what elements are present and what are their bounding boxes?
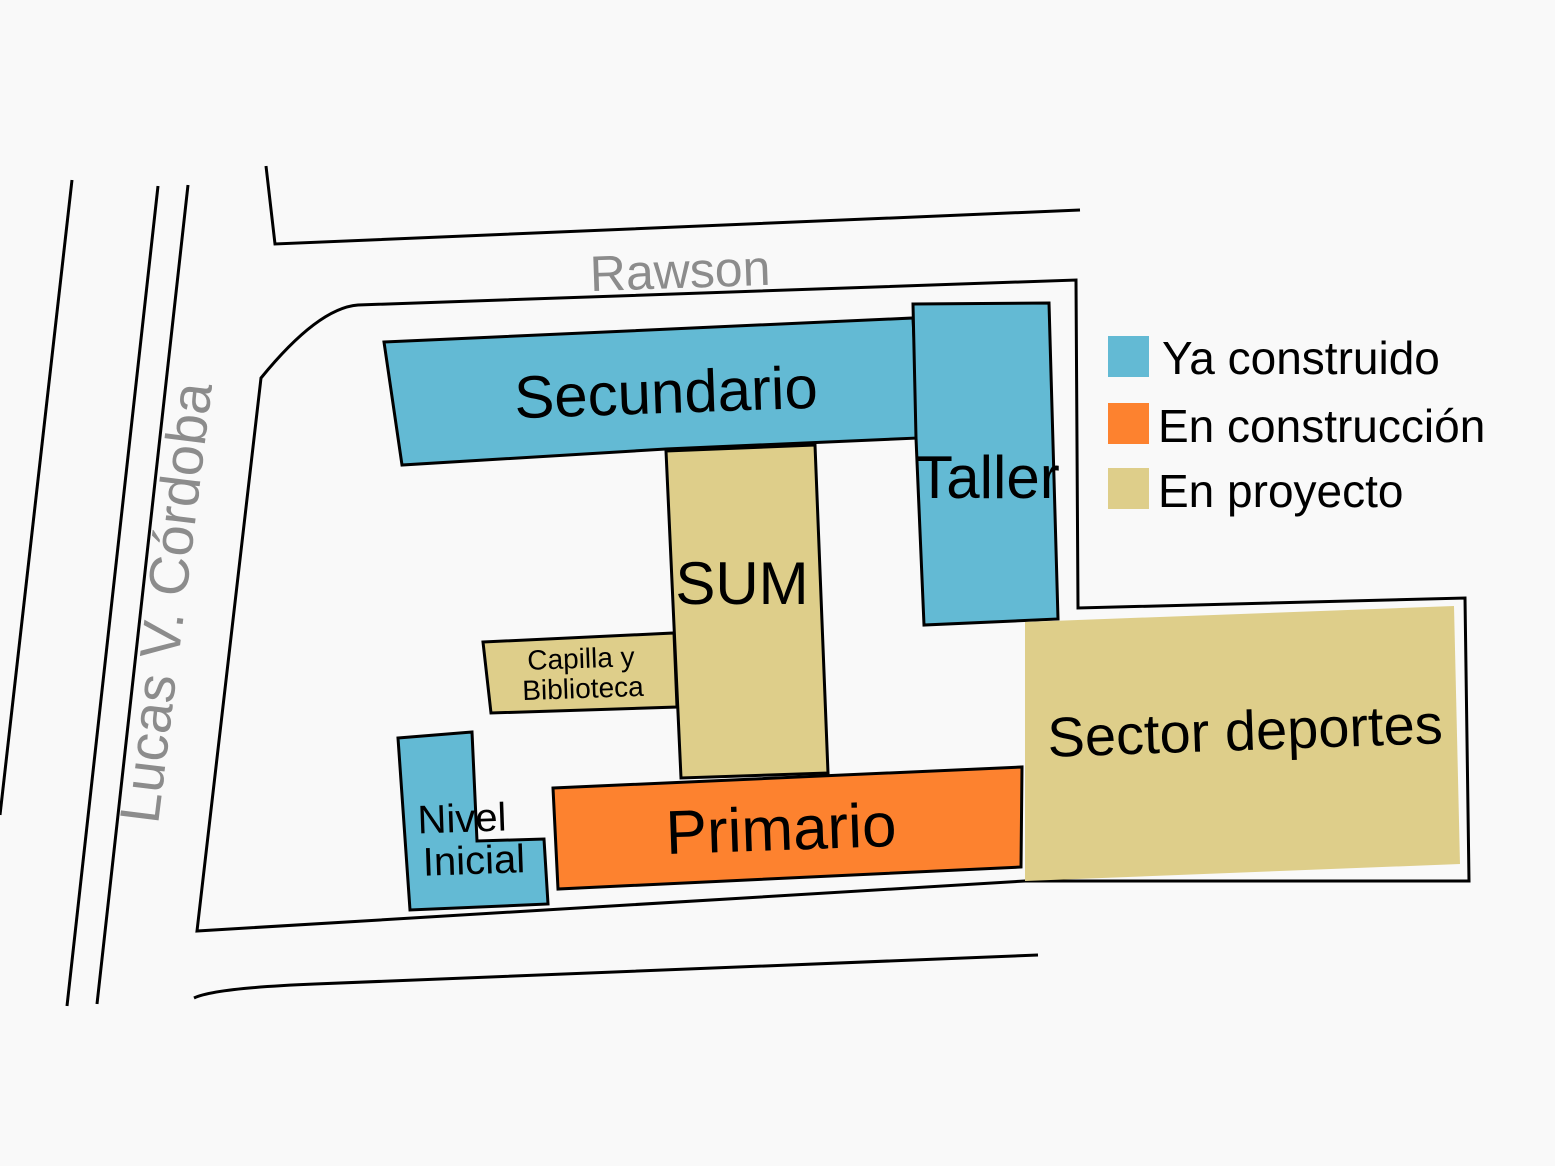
left-street-line-1 bbox=[65, 185, 160, 1007]
bottom-street-line bbox=[193, 953, 1039, 1000]
legend-label-en-construccion: En construcción bbox=[1158, 400, 1485, 452]
label-nivel-inicial-line2: Inicial bbox=[422, 837, 526, 885]
building-secundario bbox=[382, 316, 921, 467]
label-primario: Primario bbox=[664, 791, 897, 868]
top-street-line bbox=[264, 165, 1081, 246]
building-sector-deportes bbox=[1025, 606, 1460, 881]
building-nivel-inicial bbox=[396, 730, 550, 912]
legend: Ya construido En construcción En proyect… bbox=[1108, 332, 1485, 517]
label-capilla-line2: Biblioteca bbox=[522, 671, 645, 706]
site-boundary bbox=[195, 278, 1471, 933]
label-secundario: Secundario bbox=[513, 354, 819, 432]
label-taller: Taller bbox=[916, 444, 1059, 511]
legend-swatch-en-proyecto bbox=[1108, 468, 1149, 509]
street-label-rawson: Rawson bbox=[589, 240, 771, 302]
legend-swatch-en-construccion bbox=[1108, 403, 1149, 444]
left-street-line-2 bbox=[95, 184, 190, 1005]
street-label-lucas-v-cordoba: Lucas V. Córdoba bbox=[107, 378, 224, 826]
label-sum: SUM bbox=[675, 550, 808, 617]
legend-label-en-proyecto: En proyecto bbox=[1158, 465, 1403, 517]
building-capilla-biblioteca bbox=[481, 631, 679, 715]
label-nivel-inicial-line1: Nivel bbox=[417, 795, 507, 842]
building-taller bbox=[911, 301, 1060, 627]
label-sector-deportes: Sector deportes bbox=[1046, 692, 1443, 769]
legend-label-ya-construido: Ya construido bbox=[1162, 332, 1440, 384]
legend-swatch-ya-construido bbox=[1108, 336, 1149, 377]
building-primario bbox=[551, 765, 1024, 891]
left-street-outer-line bbox=[0, 179, 74, 816]
label-capilla-line1: Capilla y bbox=[527, 641, 635, 676]
